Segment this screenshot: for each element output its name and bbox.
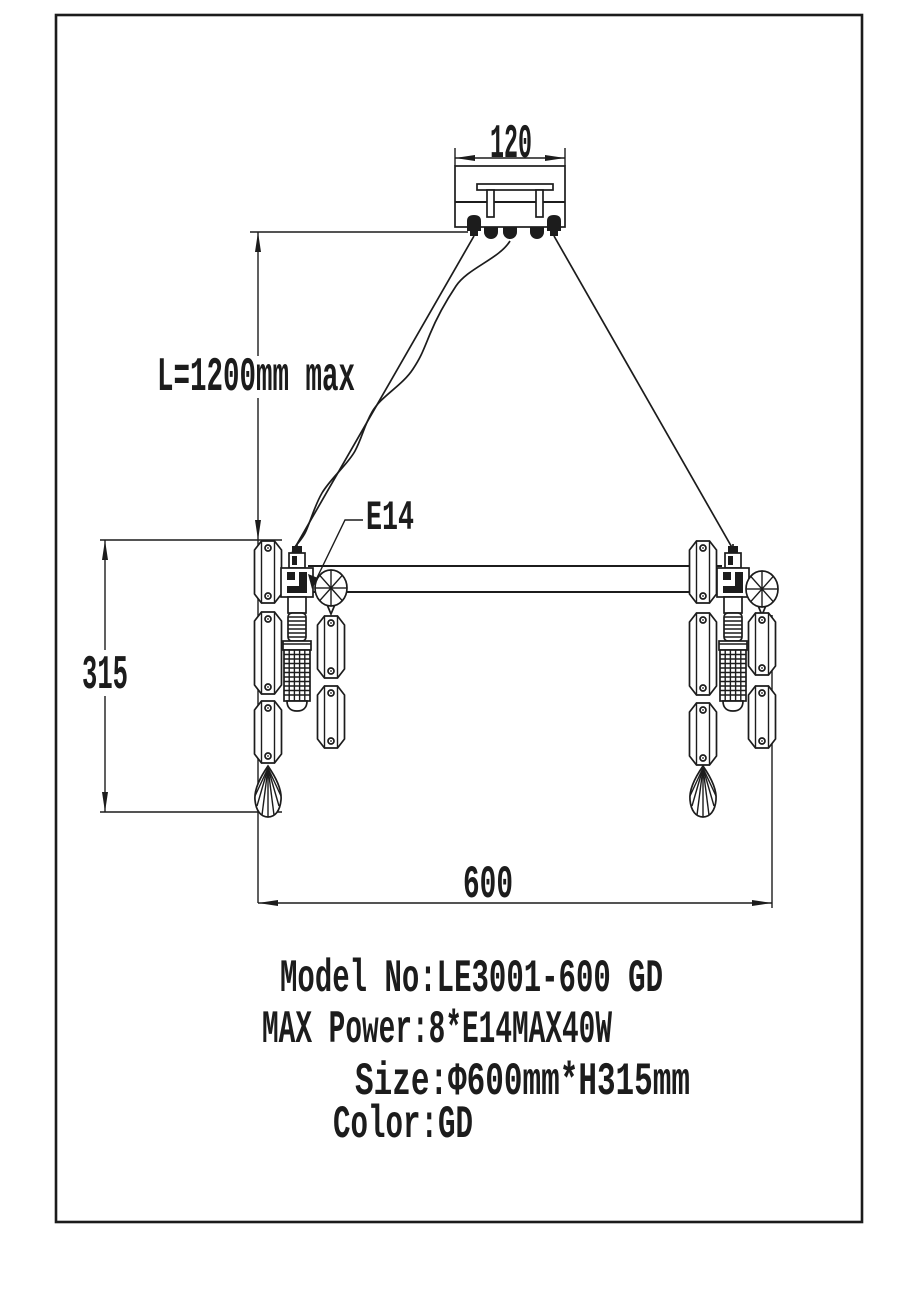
suspension-cables [291,235,735,560]
dim-text-mask [76,650,134,696]
crystal-prism [747,612,777,676]
dimension-lines [100,148,773,908]
steel-cable-left [292,235,475,552]
dim-text-mask [152,356,360,398]
canopy-width-dimension: 120 [490,118,532,172]
crystal-prism [316,685,346,749]
ring-frame [308,565,722,593]
e14-socket-and-bulb [716,543,750,712]
crystal-prism [253,700,283,764]
e14-socket-and-bulb [280,543,314,712]
ceiling-canopy [454,165,566,239]
teardrop-crystal [254,765,282,818]
teardrop-crystal [689,765,717,818]
steel-cable-right [553,235,735,552]
crystal-prism [253,611,283,695]
round-crystal [745,570,779,616]
cord-gland [503,227,517,239]
crystal-prism [688,540,718,604]
lamp-assembly-right [688,540,779,818]
lamp-assembly-left [253,540,348,818]
power-cord [291,240,511,560]
fixture-diameter-dimension: 600 [463,859,513,911]
suspension-length-dimension: L=1200mm max [157,351,355,405]
crystal-prism [747,685,777,749]
spec-color: Color:GD [333,1099,473,1151]
spec-model-no: Model No:LE3001-600 GD [280,953,663,1005]
drawing-border [54,13,864,1224]
socket-leader [308,519,363,589]
cable-gripper-left [467,215,481,231]
spec-size: Size:Φ600mm*H315mm [355,1056,690,1108]
round-crystal [314,569,348,615]
crystal-prism [688,702,718,766]
crystal-prism [253,540,283,604]
socket-type-label: E14 [366,494,414,542]
spec-block: Model No:LE3001-600 GD MAX Power:8*E14MA… [262,953,690,1151]
mounting-bracket [476,183,554,191]
crystal-prism [688,612,718,696]
crystal-prism [316,615,346,679]
spec-max-power: MAX Power:8*E14MAX40W [262,1004,612,1056]
cable-gripper-right [547,215,561,231]
fixture-height-dimension: 315 [82,649,128,703]
